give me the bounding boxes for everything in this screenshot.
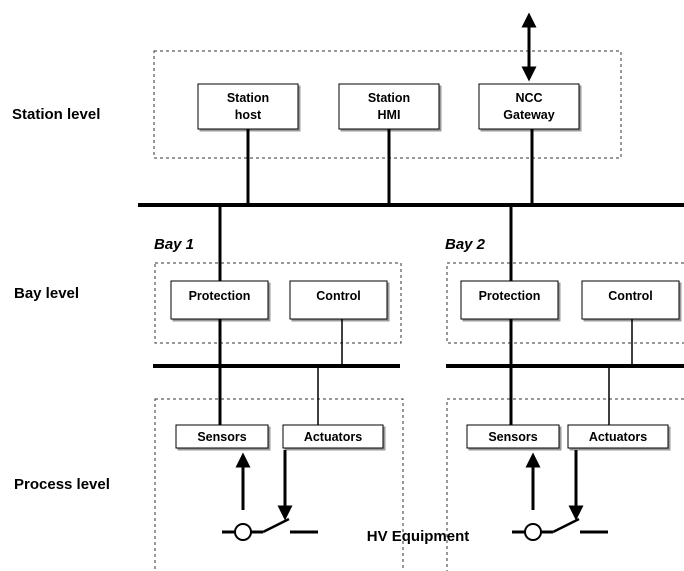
bay2-actuators-label: Actuators: [589, 430, 647, 444]
ncc-gateway-box: NCC Gateway: [478, 83, 580, 130]
bay1-protection-label: Protection: [189, 289, 251, 303]
station-host-line1: Station: [227, 91, 269, 105]
bay-level-label: Bay level: [14, 285, 79, 302]
bay2-hv-switch-symbol: [512, 517, 608, 541]
bay1-actuators-box: Actuators: [282, 424, 384, 449]
bay1-protection-box: Protection: [170, 280, 269, 320]
bay1-control-label: Control: [316, 289, 360, 303]
bay2-actuators-box: Actuators: [567, 424, 669, 449]
station-host-line2: host: [235, 108, 262, 122]
bay2-control-box: Control: [581, 280, 680, 320]
bay2-process-region: [446, 398, 684, 571]
bay1-hv-switch-symbol: [222, 517, 318, 541]
bay1-actuators-label: Actuators: [304, 430, 362, 444]
ncc-gateway-line2: Gateway: [503, 108, 554, 122]
bay1-sensors-label: Sensors: [197, 430, 246, 444]
station-hmi-line2: HMI: [378, 108, 401, 122]
bay1-control-box: Control: [289, 280, 388, 320]
station-level-region: [153, 50, 622, 159]
bay2-control-label: Control: [608, 289, 652, 303]
hv-equipment-label: HV Equipment: [367, 528, 470, 545]
bay1-sensors-box: Sensors: [175, 424, 269, 449]
bay2-title: Bay 2: [445, 236, 486, 253]
station-host-box: Station host: [197, 83, 299, 130]
bay2-sensors-box: Sensors: [466, 424, 560, 449]
bay1-title: Bay 1: [154, 236, 194, 253]
process-level-label: Process level: [14, 476, 110, 493]
station-hmi-box: Station HMI: [338, 83, 440, 130]
bay1-level-region: [154, 262, 402, 344]
bay2-sensors-label: Sensors: [488, 430, 537, 444]
bay2-level-region: [446, 262, 684, 344]
bay2-protection-box: Protection: [460, 280, 559, 320]
station-hmi-line1: Station: [368, 91, 410, 105]
bay2-protection-label: Protection: [479, 289, 541, 303]
ncc-gateway-line1: NCC: [515, 91, 542, 105]
station-level-label: Station level: [12, 106, 100, 123]
